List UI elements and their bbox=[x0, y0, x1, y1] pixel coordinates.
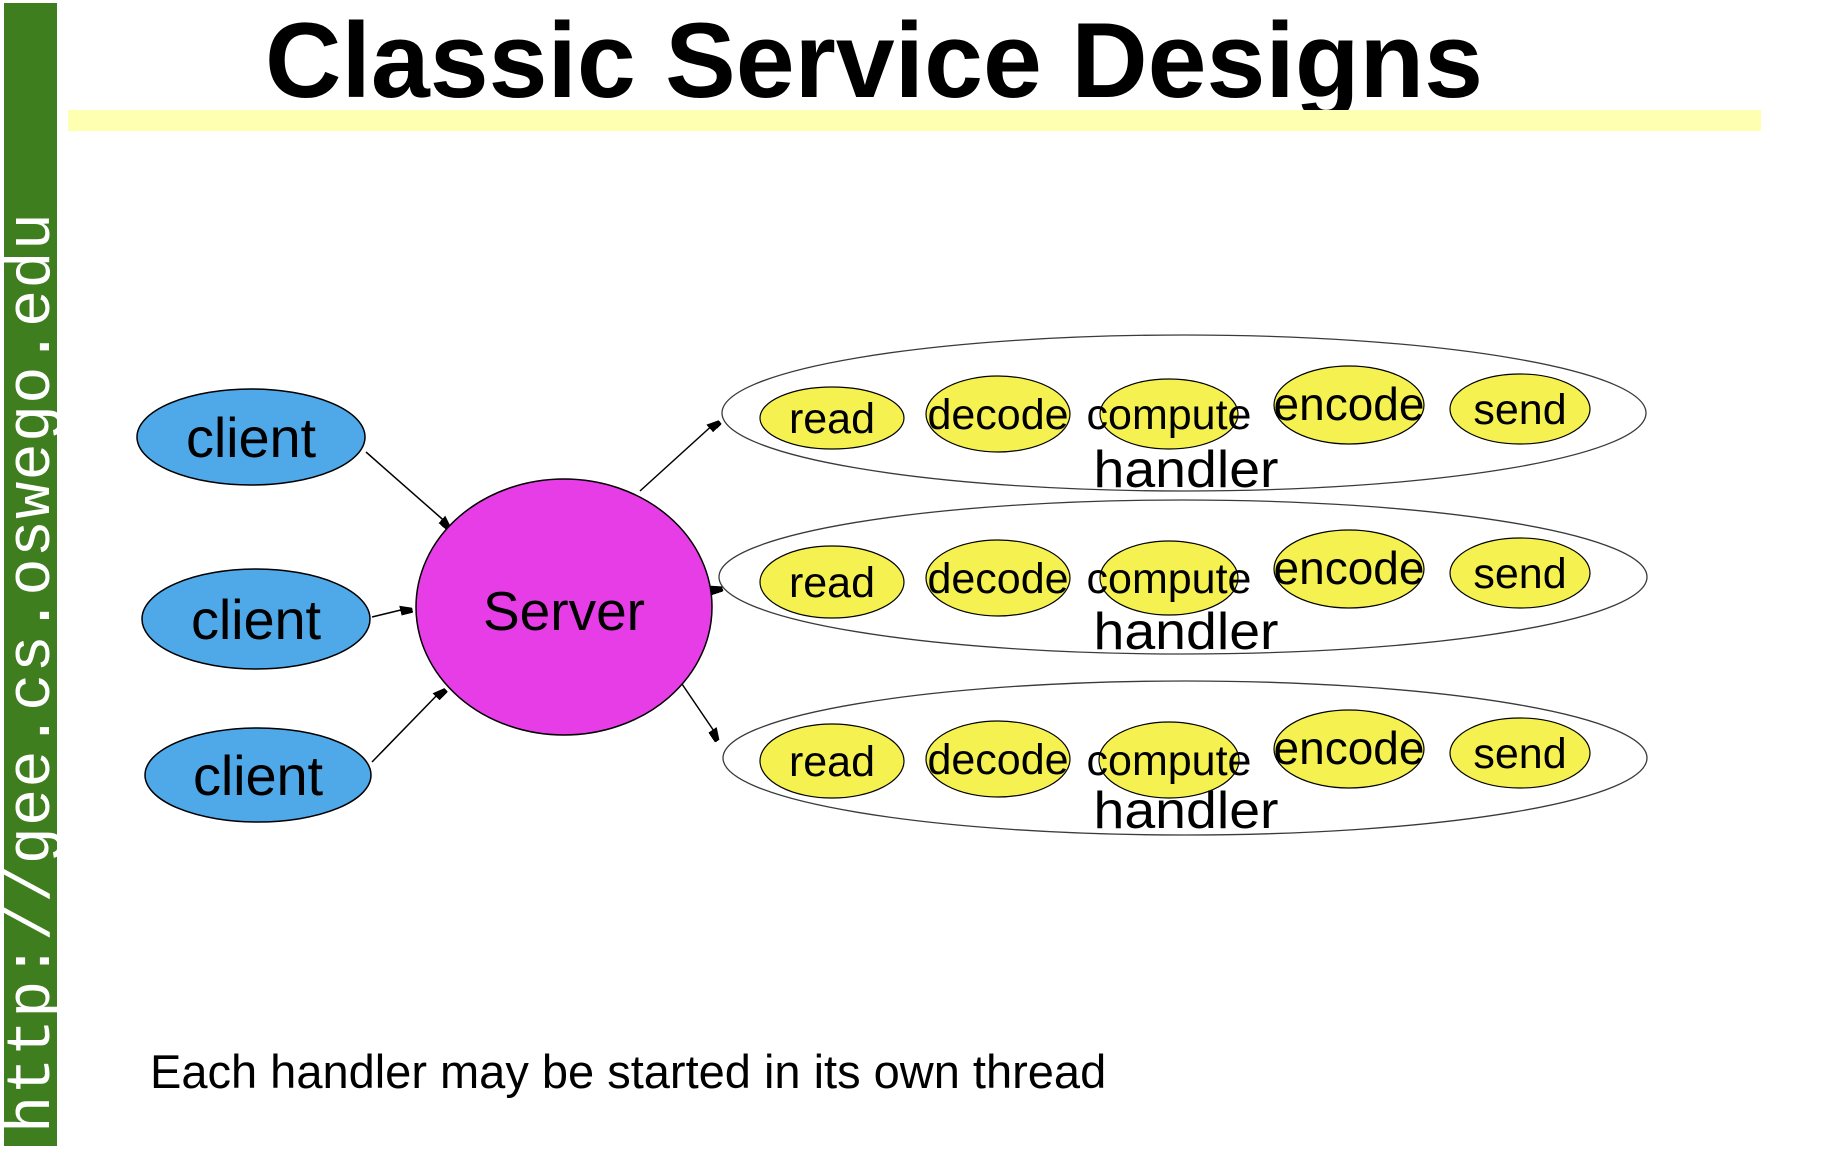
page-title: Classic Service Designs bbox=[265, 0, 1483, 120]
arrow-client3-server bbox=[371, 690, 442, 763]
step-ellipse-decode-3 bbox=[925, 720, 1071, 798]
step-label-read-2: read bbox=[789, 559, 875, 607]
step-label-send-2: send bbox=[1473, 550, 1566, 598]
step-label-decode-2: decode bbox=[927, 555, 1068, 603]
handler-group-2: read decode compute encode send handler bbox=[718, 499, 1648, 661]
step-label-decode-1: decode bbox=[927, 391, 1068, 439]
step-ellipse-decode-2 bbox=[925, 539, 1071, 617]
step-label-encode-2: encode bbox=[1274, 542, 1425, 594]
clients-group: client client client bbox=[136, 388, 372, 823]
step-ellipse-read-1 bbox=[759, 386, 905, 450]
step-label-send-3: send bbox=[1473, 730, 1566, 778]
step-ellipse-encode-3 bbox=[1273, 709, 1425, 789]
arrow-server-handler3 bbox=[681, 683, 718, 737]
client-label-1: client bbox=[186, 406, 316, 469]
server-ellipse bbox=[415, 478, 713, 736]
title-underline bbox=[68, 110, 1761, 131]
step-label-compute-1: compute bbox=[1087, 391, 1252, 439]
arrow-server-handler1 bbox=[639, 422, 716, 492]
step-label-encode-1: encode bbox=[1274, 378, 1425, 430]
step-label-compute-3: compute bbox=[1087, 737, 1252, 785]
arrow-client1-server bbox=[365, 451, 449, 525]
caption-text: Each handler may be started in its own t… bbox=[150, 1045, 1106, 1098]
client-ellipse-1 bbox=[136, 388, 366, 486]
step-label-compute-2: compute bbox=[1087, 555, 1252, 603]
step-label-decode-3: decode bbox=[927, 736, 1068, 784]
step-label-send-1: send bbox=[1473, 386, 1566, 434]
step-label-encode-3: encode bbox=[1274, 722, 1425, 774]
step-ellipse-read-3 bbox=[759, 723, 905, 799]
step-ellipse-send-3 bbox=[1449, 717, 1591, 789]
handler-label-3: handler bbox=[1094, 782, 1279, 840]
handler-group-3: read decode compute encode send handler bbox=[722, 680, 1648, 840]
arrow-client2-server bbox=[371, 608, 409, 618]
step-ellipse-encode-1 bbox=[1273, 365, 1425, 445]
handler-label-1: handler bbox=[1094, 441, 1279, 499]
client-label-2: client bbox=[191, 588, 321, 651]
client-ellipse-3 bbox=[144, 727, 372, 823]
client-label-3: client bbox=[193, 744, 323, 807]
sidebar-url: http://gee.cs.oswego.edu bbox=[0, 213, 68, 1133]
step-label-read-1: read bbox=[789, 395, 875, 443]
server-label: Server bbox=[483, 580, 645, 642]
step-ellipse-compute-3 bbox=[1098, 721, 1240, 799]
server-group: Server bbox=[415, 478, 713, 736]
handler-label-2: handler bbox=[1094, 603, 1279, 661]
client-arrows bbox=[365, 451, 449, 763]
client-ellipse-2 bbox=[141, 568, 371, 670]
step-ellipse-send-1 bbox=[1449, 373, 1591, 445]
step-ellipse-decode-1 bbox=[925, 375, 1071, 453]
step-ellipse-send-2 bbox=[1449, 537, 1591, 609]
step-label-read-3: read bbox=[789, 738, 875, 786]
step-ellipse-compute-1 bbox=[1099, 378, 1239, 450]
step-ellipse-read-2 bbox=[759, 545, 905, 619]
step-ellipse-encode-2 bbox=[1273, 529, 1425, 609]
handler-group-1: read decode compute encode send handler bbox=[721, 334, 1647, 499]
sidebar-bar bbox=[4, 3, 57, 1146]
step-ellipse-compute-2 bbox=[1099, 540, 1239, 616]
